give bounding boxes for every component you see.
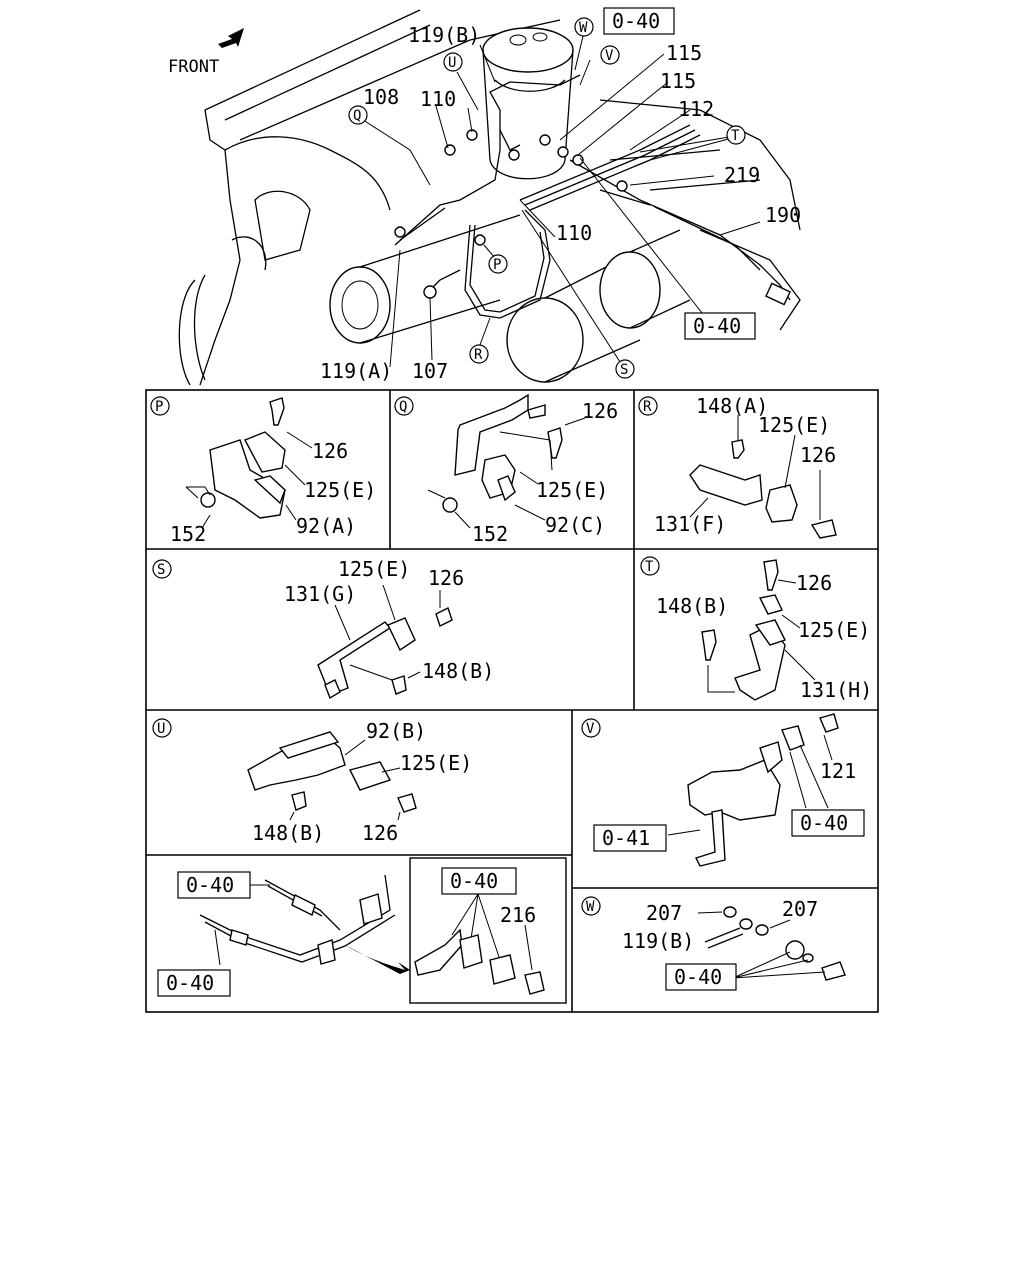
detail-pipe-routing: 0-40 0-40 0-40 216: [157, 867, 545, 997]
detail-r-148a: 148(A): [696, 394, 768, 418]
marker-r: R: [474, 347, 483, 363]
callout-0-40-top: 0-40: [612, 9, 660, 33]
detail-q-126: 126: [582, 399, 618, 423]
marker-v: V: [605, 48, 614, 64]
detail-r-126: 126: [800, 443, 836, 467]
detail-s-126: 126: [428, 566, 464, 590]
detail-w-119b: 119(B): [622, 929, 694, 953]
detail-p-letter: P: [155, 399, 163, 415]
detail-r-letter: R: [643, 399, 652, 415]
detail-p-126: 126: [312, 439, 348, 463]
detail-p-92a: 92(A): [296, 514, 356, 538]
detail-r-125e: 125(E): [758, 413, 830, 437]
detail-w-207a: 207: [646, 901, 682, 925]
callout-box: [684, 312, 756, 340]
marker-q: Q: [353, 108, 361, 124]
detail-w-207b: 207: [782, 897, 818, 921]
detail-u-148b: 148(B): [252, 821, 324, 845]
callout-box: [603, 7, 675, 35]
marker-t: T: [731, 128, 740, 144]
engine-block: [178, 9, 801, 386]
detail-t-148b: 148(B): [656, 594, 728, 618]
callout-115b: 115: [660, 69, 696, 93]
detail-grid: [145, 389, 879, 1013]
detail-t: T 126 148(B) 125(E) 131(H): [640, 556, 872, 702]
detail-v-0-41: 0-41: [602, 826, 650, 850]
callout-219: 219: [724, 163, 760, 187]
callout-115a: 115: [666, 41, 702, 65]
detail-x-0-40-a: 0-40: [186, 873, 234, 897]
detail-v-0-40: 0-40: [800, 811, 848, 835]
main-view: FRONT: [168, 7, 801, 386]
detail-s-125e: 125(E): [338, 557, 410, 581]
detail-s: S 125(E) 126 131(G) 148(B): [152, 557, 494, 700]
detail-r-131f: 131(F): [654, 512, 726, 536]
detail-r: R 148(A) 125(E) 126 131(F): [638, 394, 837, 539]
detail-t-126: 126: [796, 571, 832, 595]
detail-t-letter: T: [645, 559, 654, 575]
front-label: FRONT: [168, 57, 219, 77]
detail-s-131g: 131(G): [284, 582, 356, 606]
detail-q-152: 152: [472, 522, 508, 546]
detail-u-126: 126: [362, 821, 398, 845]
detail-u-92b: 92(B): [366, 719, 426, 743]
detail-x-0-40-c: 0-40: [450, 869, 498, 893]
detail-pointer-arrow: [345, 945, 410, 974]
detail-t-125e: 125(E): [798, 618, 870, 642]
fuel-filter: [482, 27, 574, 180]
detail-u: U 92(B) 125(E) 148(B) 126: [152, 718, 472, 845]
callout-119b: 119(B): [408, 23, 480, 47]
detail-p-152: 152: [170, 522, 206, 546]
detail-q: Q 126 125(E) 152 92(C): [394, 393, 618, 546]
callout-112: 112: [678, 97, 714, 121]
detail-v-121: 121: [820, 759, 856, 783]
detail-x-0-40-b: 0-40: [166, 971, 214, 995]
detail-q-125e: 125(E): [536, 478, 608, 502]
pump-body: [329, 214, 691, 383]
fuel-pipes: [394, 74, 791, 319]
callout-110a: 110: [420, 87, 456, 111]
detail-w: W 207 207 119(B) 0-40: [581, 896, 846, 991]
detail-v: V 121 0-41 0-40: [581, 713, 865, 867]
callout-107: 107: [412, 359, 448, 383]
detail-v-letter: V: [586, 721, 595, 737]
callout-190: 190: [765, 203, 801, 227]
callout-119a: 119(A): [320, 359, 392, 383]
detail-s-148b: 148(B): [422, 659, 494, 683]
bolts: [394, 129, 628, 299]
detail-w-letter: W: [586, 899, 595, 915]
sensor-connector: [765, 282, 791, 306]
detail-t-131h: 131(H): [800, 678, 872, 702]
detail-q-letter: Q: [399, 399, 407, 415]
marker-u: U: [448, 55, 456, 71]
front-arrow-icon: [218, 28, 244, 48]
callout-110b: 110: [556, 221, 592, 245]
detail-w-0-40: 0-40: [674, 965, 722, 989]
detail-u-125e: 125(E): [400, 751, 472, 775]
detail-x-216: 216: [500, 903, 536, 927]
main-leaders: [359, 35, 761, 368]
view-markers: W U V Q T P R S: [348, 17, 746, 379]
detail-p-125e: 125(E): [304, 478, 376, 502]
detail-p: P 126 125(E) 152 92(A): [150, 396, 376, 546]
callout-108: 108: [363, 85, 399, 109]
detail-s-letter: S: [157, 562, 165, 578]
callout-0-40-mid: 0-40: [693, 314, 741, 338]
detail-u-letter: U: [157, 721, 165, 737]
marker-p: P: [493, 257, 501, 273]
marker-w: W: [579, 20, 588, 36]
marker-s: S: [620, 362, 628, 378]
detail-q-92c: 92(C): [545, 513, 605, 537]
